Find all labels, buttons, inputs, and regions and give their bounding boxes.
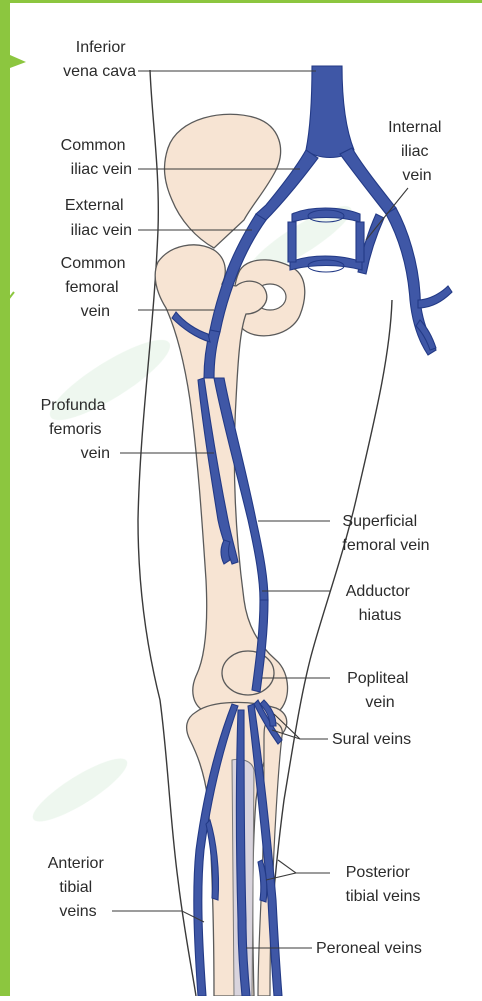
label-common-femoral-vein: Common femoral vein: [61, 255, 130, 320]
label-external-iliac-vein: External iliac vein: [65, 197, 132, 239]
inferior-vena-cava-vein: [306, 66, 354, 158]
label-peroneal-veins: Peroneal veins: [316, 940, 422, 957]
label-anterior-tibial-veins: Anterior tibial veins: [48, 855, 108, 920]
label-common-iliac-vein: Common iliac vein: [61, 137, 132, 178]
frame-corner-triangle: [10, 55, 26, 68]
label-inferior-vena-cava: Inferior vena cava: [63, 39, 136, 80]
label-superficial-femoral-vein: Superficial femoral vein: [342, 513, 429, 554]
patella-bone: [222, 651, 274, 695]
frame-left-bar: [0, 0, 10, 996]
frame-top-bar: [0, 0, 482, 3]
label-sural-veins: Sural veins: [332, 731, 411, 748]
leader-anterior-tibial: [112, 911, 204, 922]
label-profunda-femoris-vein: Profunda femoris vein: [41, 397, 110, 462]
label-internal-iliac-vein: Internal iliac vein: [388, 119, 446, 184]
label-adductor-hiatus: Adductor hiatus: [346, 583, 415, 624]
label-posterior-tibial-veins: Posterior tibial veins: [346, 864, 421, 905]
label-popliteal-vein: Popliteal vein: [347, 670, 413, 711]
